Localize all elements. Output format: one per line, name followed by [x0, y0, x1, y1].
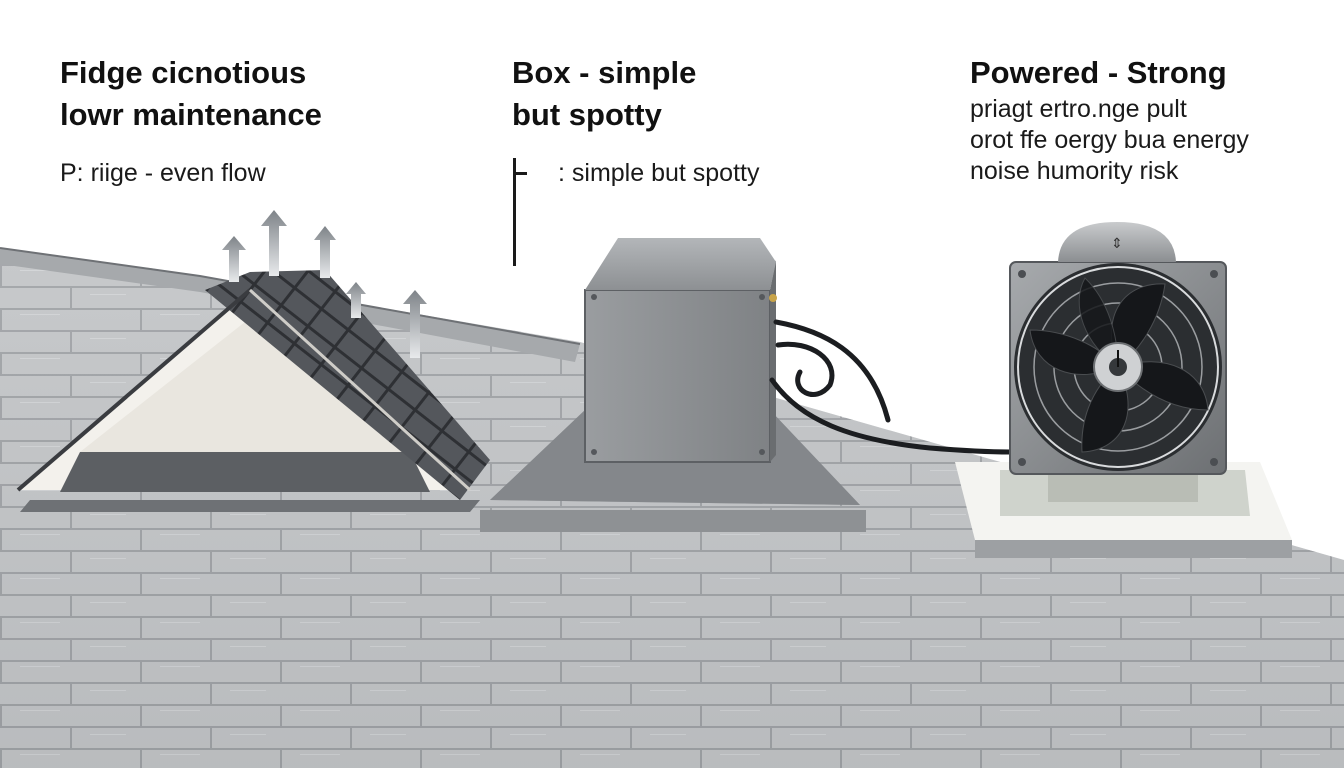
ridge-vent-label: Fidge cicnotious lowr maintenance P: rii… [60, 52, 480, 188]
powered-vent: ⇕ [955, 222, 1292, 558]
airflow-arrow-icon [403, 290, 427, 358]
powered-vent-label: Powered - Strong priagt ertro.nge pult o… [970, 52, 1330, 187]
box-vent-subtitle: : simple but spotty [558, 159, 760, 187]
fan-icon [1014, 263, 1222, 471]
ridge-vent-subtitle: P: riige - even flow [60, 159, 266, 187]
box-vent [480, 238, 866, 532]
box-vent-title-line1: Box - simple [512, 55, 697, 90]
box-vent-title-line2: but spotty [512, 97, 662, 132]
airflow-arrow-icon [222, 236, 246, 282]
ridge-vent-title-line2: lowr maintenance [60, 97, 322, 132]
powered-vent-detail-line1: priagt ertro.nge pult [970, 95, 1187, 123]
airflow-arrow-icon [314, 226, 336, 278]
ridge-vent-title-line1: Fidge cicnotious [60, 55, 307, 90]
powered-vent-detail-line3: noise humority risk [970, 157, 1179, 185]
power-cable-icon [769, 319, 1013, 455]
leader-line [513, 158, 527, 266]
airflow-arrows [222, 210, 427, 358]
airflow-arrow-icon [261, 210, 287, 276]
ridge-vent [16, 270, 490, 512]
powered-vent-title: Powered - Strong [970, 55, 1227, 90]
powered-vent-detail-line2: orot ffe oergy buа energy [970, 126, 1249, 154]
airflow-arrow-icon [346, 282, 366, 318]
svg-text:⇕: ⇕ [1111, 236, 1123, 252]
box-vent-label: Box - simple but spotty : simple but spo… [512, 52, 912, 188]
